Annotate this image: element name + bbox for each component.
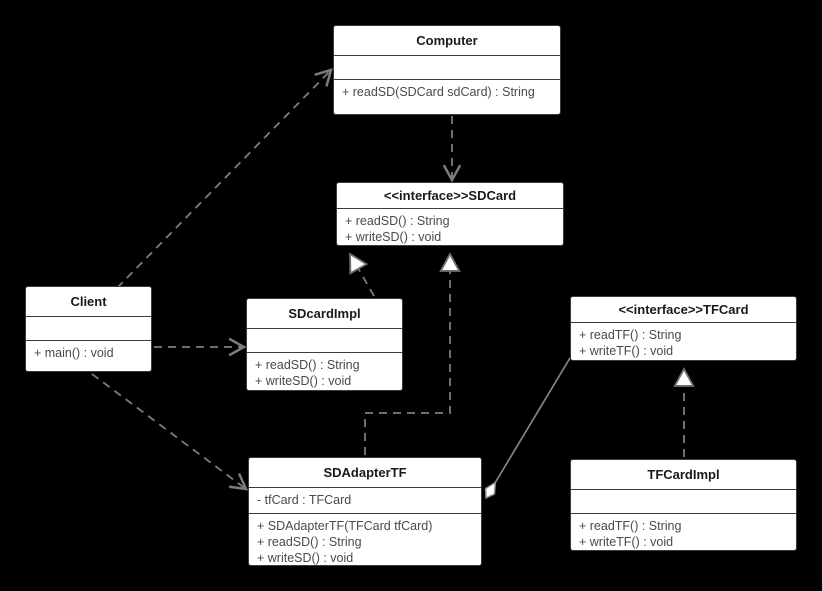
class-title-tfcard: <<interface>>TFCard — [571, 297, 796, 323]
class-title-sdadaptertf: SDAdapterTF — [249, 458, 481, 488]
class-title-tfcardimpl: TFCardImpl — [571, 460, 796, 490]
class-node-sdcardimpl[interactable]: SDcardImpl + readSD() : String + writeSD… — [246, 298, 403, 391]
class-attributes-computer — [334, 56, 560, 80]
class-method-line: + writeTF() : void — [579, 344, 674, 358]
class-method-line: + writeSD() : void — [345, 230, 442, 244]
class-method-line: + readSD() : String — [345, 214, 450, 228]
class-title-sdcard: <<interface>>SDCard — [337, 183, 563, 209]
class-title-client: Client — [26, 287, 151, 317]
class-method-line: + readSD() : String — [257, 535, 362, 549]
edge-client-sdadaptertf — [91, 373, 249, 491]
class-methods-sdcard: + readSD() : String + writeSD() : void — [337, 209, 563, 245]
class-method-line: + SDAdapterTF(TFCard tfCard) — [257, 519, 433, 533]
class-method-line: + writeSD() : void — [255, 374, 352, 388]
class-method-line: + readSD() : String — [255, 358, 360, 372]
class-method-line: + readTF() : String — [579, 519, 682, 533]
class-attributes-sdcardimpl — [247, 329, 402, 353]
class-methods-tfcardimpl: + readTF() : String + writeTF() : void — [571, 514, 796, 550]
class-methods-sdcardimpl: + readSD() : String + writeSD() : void — [247, 353, 402, 390]
class-methods-client: + main() : void — [26, 341, 151, 366]
edge-sdcardimpl-sdcard — [349, 252, 375, 297]
class-node-tfcardimpl[interactable]: TFCardImpl + readTF() : String + writeTF… — [570, 459, 797, 551]
class-attributes-tfcardimpl — [571, 490, 796, 514]
class-title-computer: Computer — [334, 26, 560, 56]
edge-client-computer — [116, 68, 333, 289]
class-method-line: + readSD(SDCard sdCard) : String — [342, 85, 535, 99]
class-method-line: + writeTF() : void — [579, 535, 674, 549]
class-node-tfcard[interactable]: <<interface>>TFCard + readTF() : String … — [570, 296, 797, 361]
class-methods-sdadaptertf: + SDAdapterTF(TFCard tfCard) + readSD() … — [249, 514, 481, 565]
class-node-sdcard[interactable]: <<interface>>SDCard + readSD() : String … — [336, 182, 564, 246]
class-methods-tfcard: + readTF() : String + writeTF() : void — [571, 323, 796, 360]
class-method-line: + readTF() : String — [579, 328, 682, 342]
edge-sdadaptertf-tfcard — [486, 357, 571, 498]
class-methods-computer: + readSD(SDCard sdCard) : String — [334, 80, 560, 105]
class-node-client[interactable]: Client + main() : void — [25, 286, 152, 372]
class-attributes-sdadaptertf: - tfCard : TFCard — [249, 488, 481, 514]
class-attributes-client — [26, 317, 151, 341]
class-node-computer[interactable]: Computer + readSD(SDCard sdCard) : Strin… — [333, 25, 561, 115]
class-method-line: + writeSD() : void — [257, 551, 354, 565]
class-title-sdcardimpl: SDcardImpl — [247, 299, 402, 329]
class-attribute-line: - tfCard : TFCard — [257, 493, 352, 507]
class-method-line: + main() : void — [34, 346, 114, 360]
class-node-sdadaptertf[interactable]: SDAdapterTF - tfCard : TFCard + SDAdapte… — [248, 457, 482, 566]
